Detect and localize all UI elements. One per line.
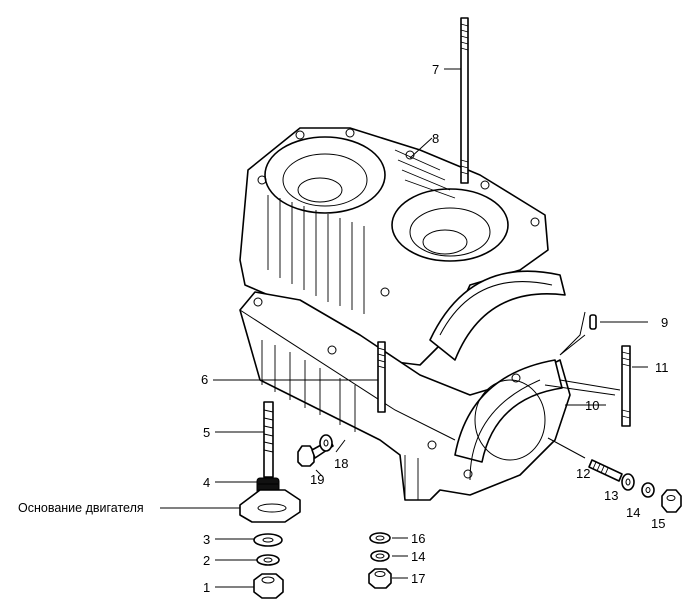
engine-base-caption: Основание двигателя (18, 501, 144, 515)
engine-base-plate (239, 489, 301, 523)
washer-13 (621, 473, 635, 491)
lower-crankcase-half (239, 291, 571, 501)
callout-labels: 1 2 3 4 5 6 7 8 9 10 11 12 13 14 14 15 1… (18, 62, 669, 595)
callout-8: 8 (432, 131, 439, 146)
callout-1: 1 (203, 580, 210, 595)
washer-16 (369, 532, 391, 544)
washer-14-right (641, 482, 655, 498)
callout-9: 9 (661, 315, 668, 330)
callout-5: 5 (203, 425, 210, 440)
callout-19: 19 (310, 472, 324, 487)
callout-11: 11 (655, 360, 669, 375)
washer-14-center (370, 550, 390, 562)
stud-6 (377, 341, 386, 413)
callout-14-right: 14 (626, 505, 640, 520)
callout-2: 2 (203, 553, 210, 568)
callout-7: 7 (432, 62, 439, 77)
leader-lines (160, 68, 648, 588)
callout-6: 6 (201, 372, 208, 387)
callout-16: 16 (411, 531, 425, 546)
stud-5 (263, 401, 274, 478)
nut-1 (253, 573, 284, 599)
stud-11 (621, 345, 631, 427)
dowel-pin-9 (589, 314, 597, 330)
callout-4: 4 (203, 475, 210, 490)
callout-12: 12 (576, 466, 590, 481)
stud-12 (588, 459, 623, 482)
nut-17 (368, 568, 392, 589)
callout-13: 13 (604, 488, 618, 503)
washer-18 (319, 434, 333, 452)
lock-washer-2 (256, 554, 280, 566)
callout-10: 10 (585, 398, 599, 413)
callout-14-center: 14 (411, 549, 425, 564)
callout-3: 3 (203, 532, 210, 547)
callout-18: 18 (334, 456, 348, 471)
nut-15 (661, 489, 682, 513)
upper-crankcase-half (239, 127, 566, 366)
callout-15: 15 (651, 516, 665, 531)
long-stud-7 (460, 17, 469, 184)
washer-3 (253, 533, 283, 547)
callout-17: 17 (411, 571, 425, 586)
